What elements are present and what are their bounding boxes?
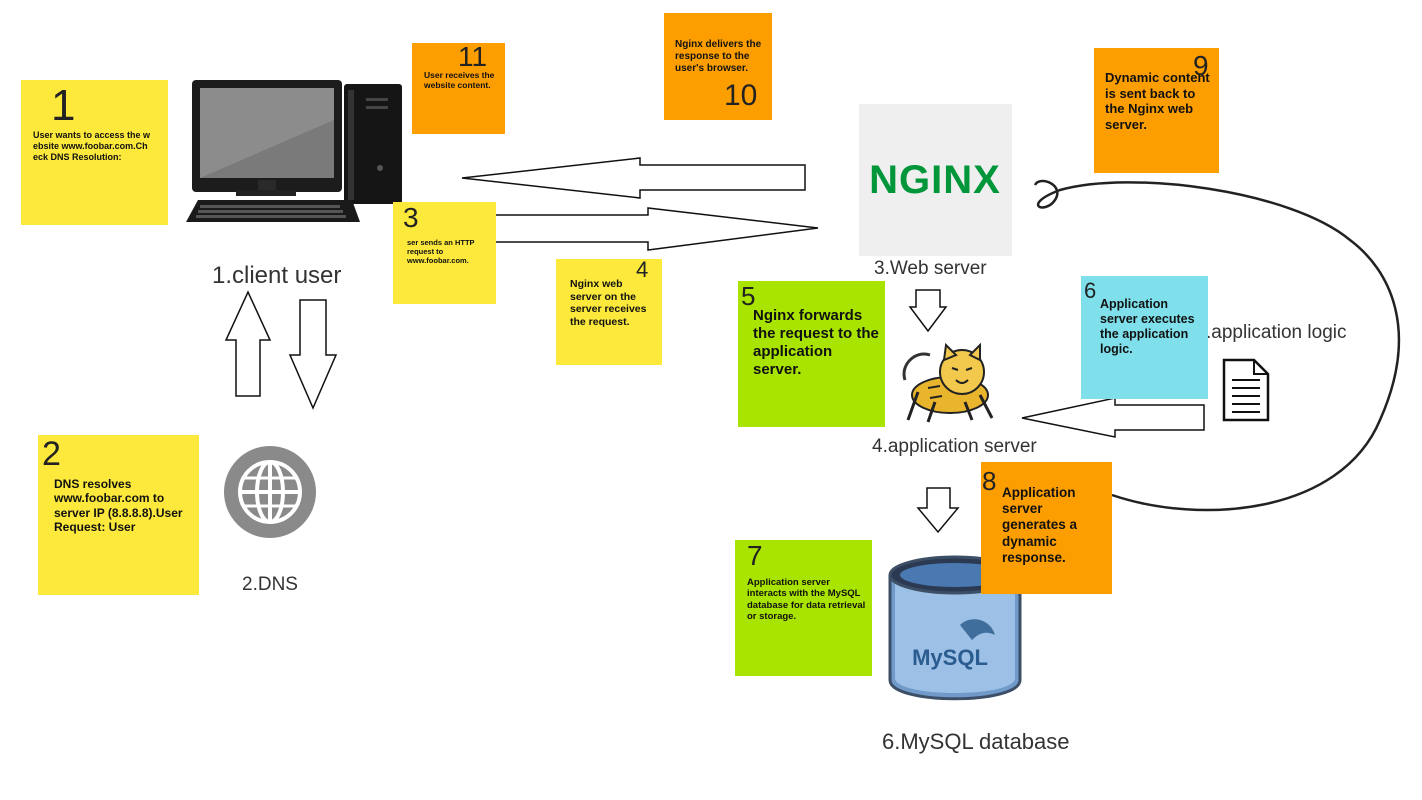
arrow-app-to-mysql <box>916 487 960 534</box>
nginx-logo: NGINX <box>869 158 1001 202</box>
note-number: 1 <box>51 81 76 130</box>
note-4: 4 Nginx web server on the server receive… <box>556 259 662 365</box>
arrow-client-to-dns <box>288 299 338 410</box>
note-text: Application server generates a dynamic r… <box>1002 485 1078 565</box>
note-number: 10 <box>724 79 758 112</box>
note-text: Nginx delivers the response to the user'… <box>675 39 762 74</box>
note-number: 11 <box>458 41 488 72</box>
note-text: Application server executes the applicat… <box>1100 297 1195 356</box>
note-11: 11 User receives the website content. <box>412 43 505 134</box>
note-5: 5 Nginx forwards the request to the appl… <box>738 281 885 427</box>
note-text: DNS resolves www.foobar.com to server IP… <box>54 477 183 535</box>
app-server-label: 4.application server <box>872 436 1037 457</box>
nginx-logo-panel: NGINX <box>859 104 1012 256</box>
document-icon <box>1222 358 1270 422</box>
note-text: User receives the website content. <box>424 70 495 91</box>
arrow-logic-to-app <box>1021 397 1205 438</box>
note-2: 2 DNS resolves www.foobar.com to server … <box>38 435 199 595</box>
note-number: 4 <box>636 257 649 282</box>
note-number: 8 <box>982 466 997 496</box>
mysql-logo: MySQL <box>912 645 988 670</box>
note-8: 8 Application server generates a dynamic… <box>981 462 1112 594</box>
arrow-nginx-to-app <box>908 289 948 333</box>
note-text: Nginx forwards the request to the applic… <box>753 307 879 378</box>
note-9: 9 Dynamic content is sent back to the Ng… <box>1094 48 1219 173</box>
note-1: 1 User wants to access the website www.f… <box>21 80 168 225</box>
note-text: ser sends an HTTP request to www.foobar.… <box>407 238 475 265</box>
note-number: 2 <box>42 435 61 473</box>
tomcat-cat-icon <box>902 342 994 423</box>
note-3: 3 ser sends an HTTP request to www.fooba… <box>393 202 496 304</box>
note-number: 5 <box>741 281 756 311</box>
note-number: 9 <box>1193 50 1209 81</box>
dns-label: 2.DNS <box>242 574 298 595</box>
note-text: Dynamic content is sent back to the Ngin… <box>1105 70 1210 132</box>
mysql-database-label: 6.MySQL database <box>882 729 1070 754</box>
web-server-label: 3.Web server <box>874 258 987 279</box>
app-logic-label: .application logic <box>1206 322 1347 343</box>
note-number: 7 <box>747 540 763 571</box>
arrow-request-to-nginx <box>479 207 819 251</box>
note-6: 6 Application server executes the applic… <box>1081 276 1208 399</box>
client-user-label: 1.client user <box>212 262 342 289</box>
note-text: Nginx web server on the server receives … <box>570 278 647 328</box>
note-10: 10 Nginx delivers the response to the us… <box>664 13 772 120</box>
arrow-response-to-client <box>461 157 806 199</box>
note-text: User wants to access the website www.foo… <box>33 130 151 162</box>
globe-icon <box>224 446 316 538</box>
desktop-computer-icon <box>186 80 402 222</box>
note-number: 3 <box>403 202 419 233</box>
note-number: 6 <box>1084 278 1097 303</box>
curve-dynamic-return <box>1033 179 1401 512</box>
note-7: 7 Application server interacts with the … <box>735 540 872 676</box>
mysql-database-icon: MySQL <box>888 555 1022 701</box>
arrow-dns-to-client <box>224 290 272 397</box>
note-text: Application server interacts with the My… <box>747 577 866 623</box>
